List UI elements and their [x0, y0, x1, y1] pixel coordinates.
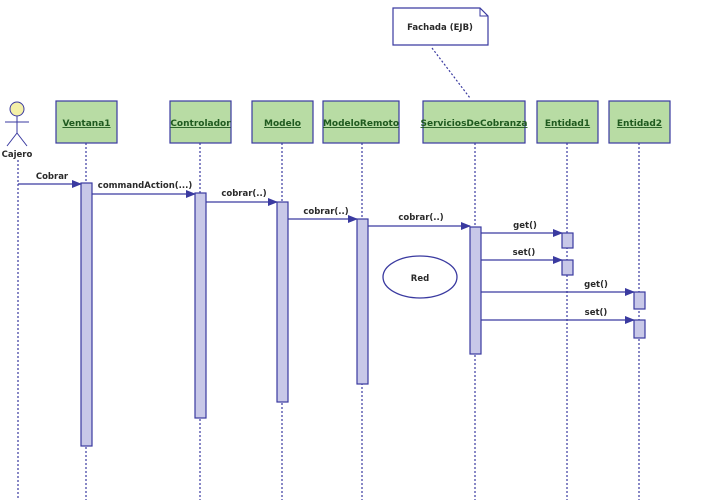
- message-set-entidad2[interactable]: set(): [481, 308, 635, 324]
- message-label: commandAction(...): [98, 181, 193, 191]
- message-label: cobrar(..): [221, 189, 266, 199]
- message-cobrar-servicios[interactable]: cobrar(..): [368, 213, 471, 230]
- message-label: get(): [513, 221, 537, 231]
- activation-entidad1-set: [561, 259, 574, 276]
- object-modelo[interactable]: Modelo: [251, 100, 314, 144]
- activation-servicios: [469, 226, 482, 355]
- actor-label: Cajero: [2, 150, 33, 160]
- object-label: ModeloRemoto: [323, 119, 399, 129]
- object-label: Ventana1: [62, 119, 110, 129]
- message-label: cobrar(..): [398, 213, 443, 223]
- note-connector: [431, 47, 471, 99]
- object-modeloremoto[interactable]: ModeloRemoto: [322, 100, 400, 144]
- message-cobrar-modelo[interactable]: cobrar(..): [206, 189, 278, 206]
- object-entidad2[interactable]: Entidad2: [608, 100, 671, 144]
- activation-entidad1-get: [561, 232, 574, 249]
- ellipse-red[interactable]: Red: [382, 255, 458, 299]
- message-label: get(): [584, 280, 608, 290]
- ellipse-label: Red: [411, 274, 429, 284]
- message-commandaction[interactable]: commandAction(...): [92, 181, 196, 198]
- activation-controlador: [194, 192, 207, 419]
- message-cobrar[interactable]: Cobrar: [18, 172, 82, 188]
- message-get-entidad2[interactable]: get(): [481, 280, 635, 296]
- message-set-entidad1[interactable]: set(): [481, 248, 563, 264]
- object-controlador[interactable]: Controlador: [169, 100, 232, 144]
- object-label: Entidad1: [545, 119, 590, 129]
- activation-entidad2-get: [633, 291, 646, 310]
- object-label: Controlador: [170, 119, 231, 129]
- activation-ventana1: [80, 182, 93, 447]
- note-fachada[interactable]: Fachada (EJB): [392, 7, 489, 46]
- message-get-entidad1[interactable]: get(): [481, 221, 563, 237]
- object-label: ServiciosDeCobranza: [421, 119, 528, 129]
- actor-head: [9, 101, 25, 117]
- activation-entidad2-set: [633, 319, 646, 339]
- object-label: Entidad2: [617, 119, 662, 129]
- actor-cajero[interactable]: Cajero: [2, 101, 33, 160]
- message-label: Cobrar: [36, 172, 69, 182]
- message-cobrar-modeloremoto[interactable]: cobrar(..): [288, 207, 358, 223]
- message-label: set(): [513, 248, 536, 258]
- object-entidad1[interactable]: Entidad1: [536, 100, 599, 144]
- object-label: Modelo: [264, 119, 301, 129]
- object-ventana1[interactable]: Ventana1: [55, 100, 118, 144]
- object-servicios[interactable]: ServiciosDeCobranza: [421, 100, 528, 144]
- activation-modeloremoto: [356, 218, 369, 385]
- note-label: Fachada (EJB): [407, 23, 473, 33]
- activation-modelo: [276, 201, 289, 403]
- message-label: cobrar(..): [303, 207, 348, 217]
- message-label: set(): [585, 308, 608, 318]
